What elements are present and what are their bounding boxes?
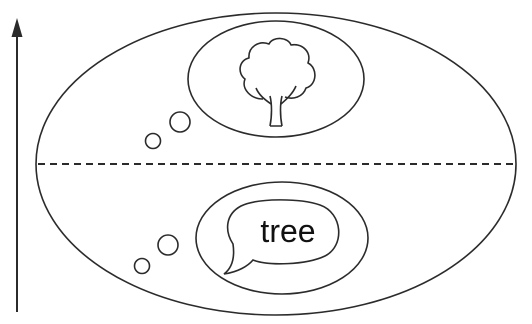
bubble-word: tree <box>260 213 315 249</box>
lower-thought-dot-large <box>157 234 179 256</box>
outer-ellipse <box>35 12 517 316</box>
vertical-axis-arrow <box>11 18 23 312</box>
upper-thought <box>144 20 365 150</box>
lower-thought-dot-small <box>133 257 151 275</box>
lower-thought: tree <box>133 181 369 295</box>
upper-thought-dot-large <box>169 111 191 133</box>
lower-inner-ellipse <box>195 181 369 295</box>
tree-icon <box>239 37 316 127</box>
up-arrow-icon <box>11 18 23 37</box>
speech-bubble-icon <box>223 199 340 275</box>
upper-inner-ellipse <box>187 20 365 138</box>
upper-thought-dot-small <box>144 132 162 150</box>
